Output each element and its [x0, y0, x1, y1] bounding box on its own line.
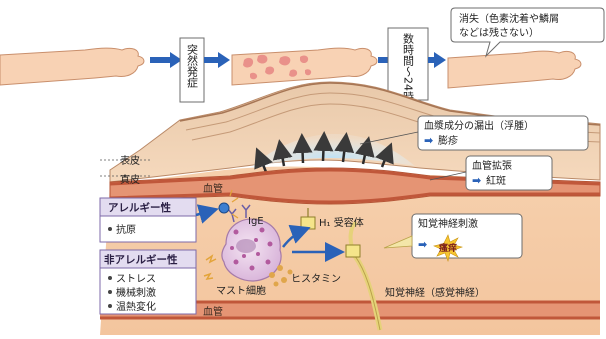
upper-vessel-label: 血管 — [203, 182, 223, 195]
sudden-onset-label: 突然発症 — [186, 43, 199, 89]
plasma-leak-result: 膨疹 — [438, 134, 458, 147]
arm-with-wheals — [232, 48, 377, 85]
lower-vessel-label: 血管 — [203, 305, 223, 318]
non-allergic-item-mechanical: 機械刺激 — [116, 286, 156, 299]
epidermis-label: 表皮 — [120, 154, 140, 167]
vasodilation-result: 紅斑 — [486, 174, 506, 187]
svg-text:➡: ➡ — [472, 174, 481, 187]
allergic-box: アレルギー性 抗原 — [100, 198, 196, 242]
arm-normal — [0, 48, 144, 85]
dermis-label: 真皮 — [120, 173, 140, 186]
resolution-text-line1: 消失（色素沈着や鱗屑 — [459, 12, 559, 25]
nerve-stimulation-text: 知覚神経刺激 — [418, 217, 478, 230]
allergic-title: アレルギー性 — [108, 201, 171, 214]
non-allergic-item-stress: ストレス — [116, 274, 156, 285]
svg-text:➡: ➡ — [418, 238, 427, 251]
h1-receptor-label: H₁ 受容体 — [319, 216, 364, 229]
vasodilation-text: 血管拡張 — [472, 159, 512, 172]
plasma-leak-text: 血漿成分の漏出（浮腫） — [424, 119, 534, 132]
antigen-circle — [219, 203, 229, 213]
resolution-callout: 消失（色素沈着や鱗屑 などは残さない） — [451, 8, 604, 56]
itch-label: 瘙痒 — [438, 242, 457, 254]
allergic-item-antigen: 抗原 — [116, 223, 136, 236]
histamine-label: ヒスタミン — [291, 273, 341, 285]
sensory-nerve-label: 知覚神経（感覚神経） — [385, 286, 485, 299]
svg-text:➡: ➡ — [424, 134, 433, 147]
resolution-text-line2: などは残さない） — [459, 26, 539, 39]
sudden-onset-transition: 突然発症 — [150, 38, 204, 102]
non-allergic-item-thermal: 温熱変化 — [116, 300, 156, 313]
mast-cell-label: マスト細胞 — [216, 284, 266, 297]
non-allergic-box: 非アレルギー性 ストレス 機械刺激 温熱変化 — [100, 250, 196, 314]
ige-label: IgE — [248, 216, 264, 227]
h1-receptor-nerve — [346, 245, 360, 257]
arm-resolved — [448, 51, 581, 88]
non-allergic-title: 非アレルギー性 — [104, 253, 178, 266]
